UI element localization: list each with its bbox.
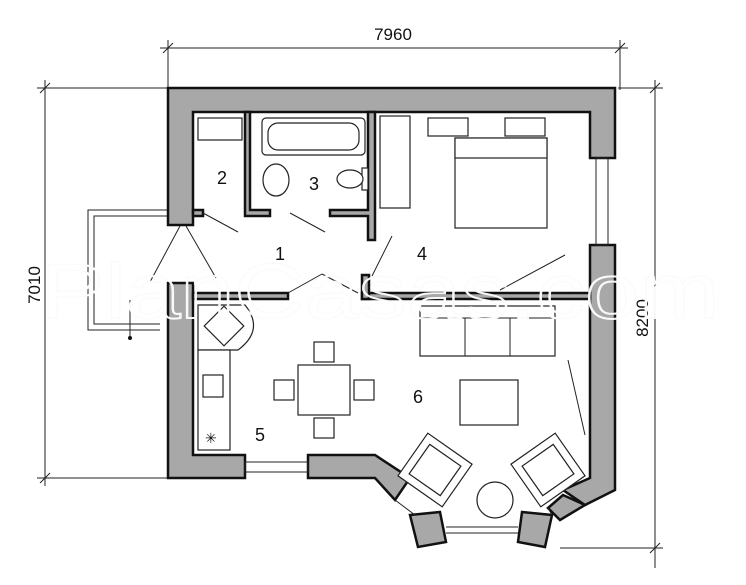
room-label-1: 1 bbox=[275, 244, 285, 264]
furniture: ✳ bbox=[197, 115, 586, 519]
porch bbox=[87, 209, 168, 340]
stove bbox=[203, 305, 245, 347]
watermark: PlanCasas.com bbox=[40, 247, 720, 335]
shelf bbox=[197, 117, 243, 141]
doors bbox=[149, 212, 586, 436]
coffee-table bbox=[459, 379, 519, 426]
walls bbox=[166, 86, 617, 549]
appliance-icon: ✳ bbox=[205, 430, 217, 446]
windows bbox=[244, 157, 609, 534]
armchair-right bbox=[510, 432, 586, 508]
room-label-3: 3 bbox=[309, 174, 319, 194]
side-table bbox=[476, 481, 514, 519]
dimension-top: 7960 bbox=[374, 25, 412, 44]
dining-table bbox=[297, 364, 351, 416]
sink bbox=[262, 163, 290, 197]
watermark-outline: PlanCasas.com bbox=[40, 247, 720, 335]
dimension-left: 7010 bbox=[25, 266, 44, 304]
sofa bbox=[419, 305, 556, 357]
dimension-right: 8200 bbox=[633, 299, 652, 337]
kitchen-sink bbox=[202, 374, 224, 398]
room-label-4: 4 bbox=[417, 244, 427, 264]
room-label-5: 5 bbox=[255, 425, 265, 445]
room-label-6: 6 bbox=[413, 387, 423, 407]
toilet bbox=[336, 169, 364, 189]
room-label-2: 2 bbox=[217, 168, 227, 188]
armchair-left bbox=[397, 432, 473, 508]
dimension-lines bbox=[37, 40, 663, 568]
wardrobe bbox=[379, 115, 411, 209]
